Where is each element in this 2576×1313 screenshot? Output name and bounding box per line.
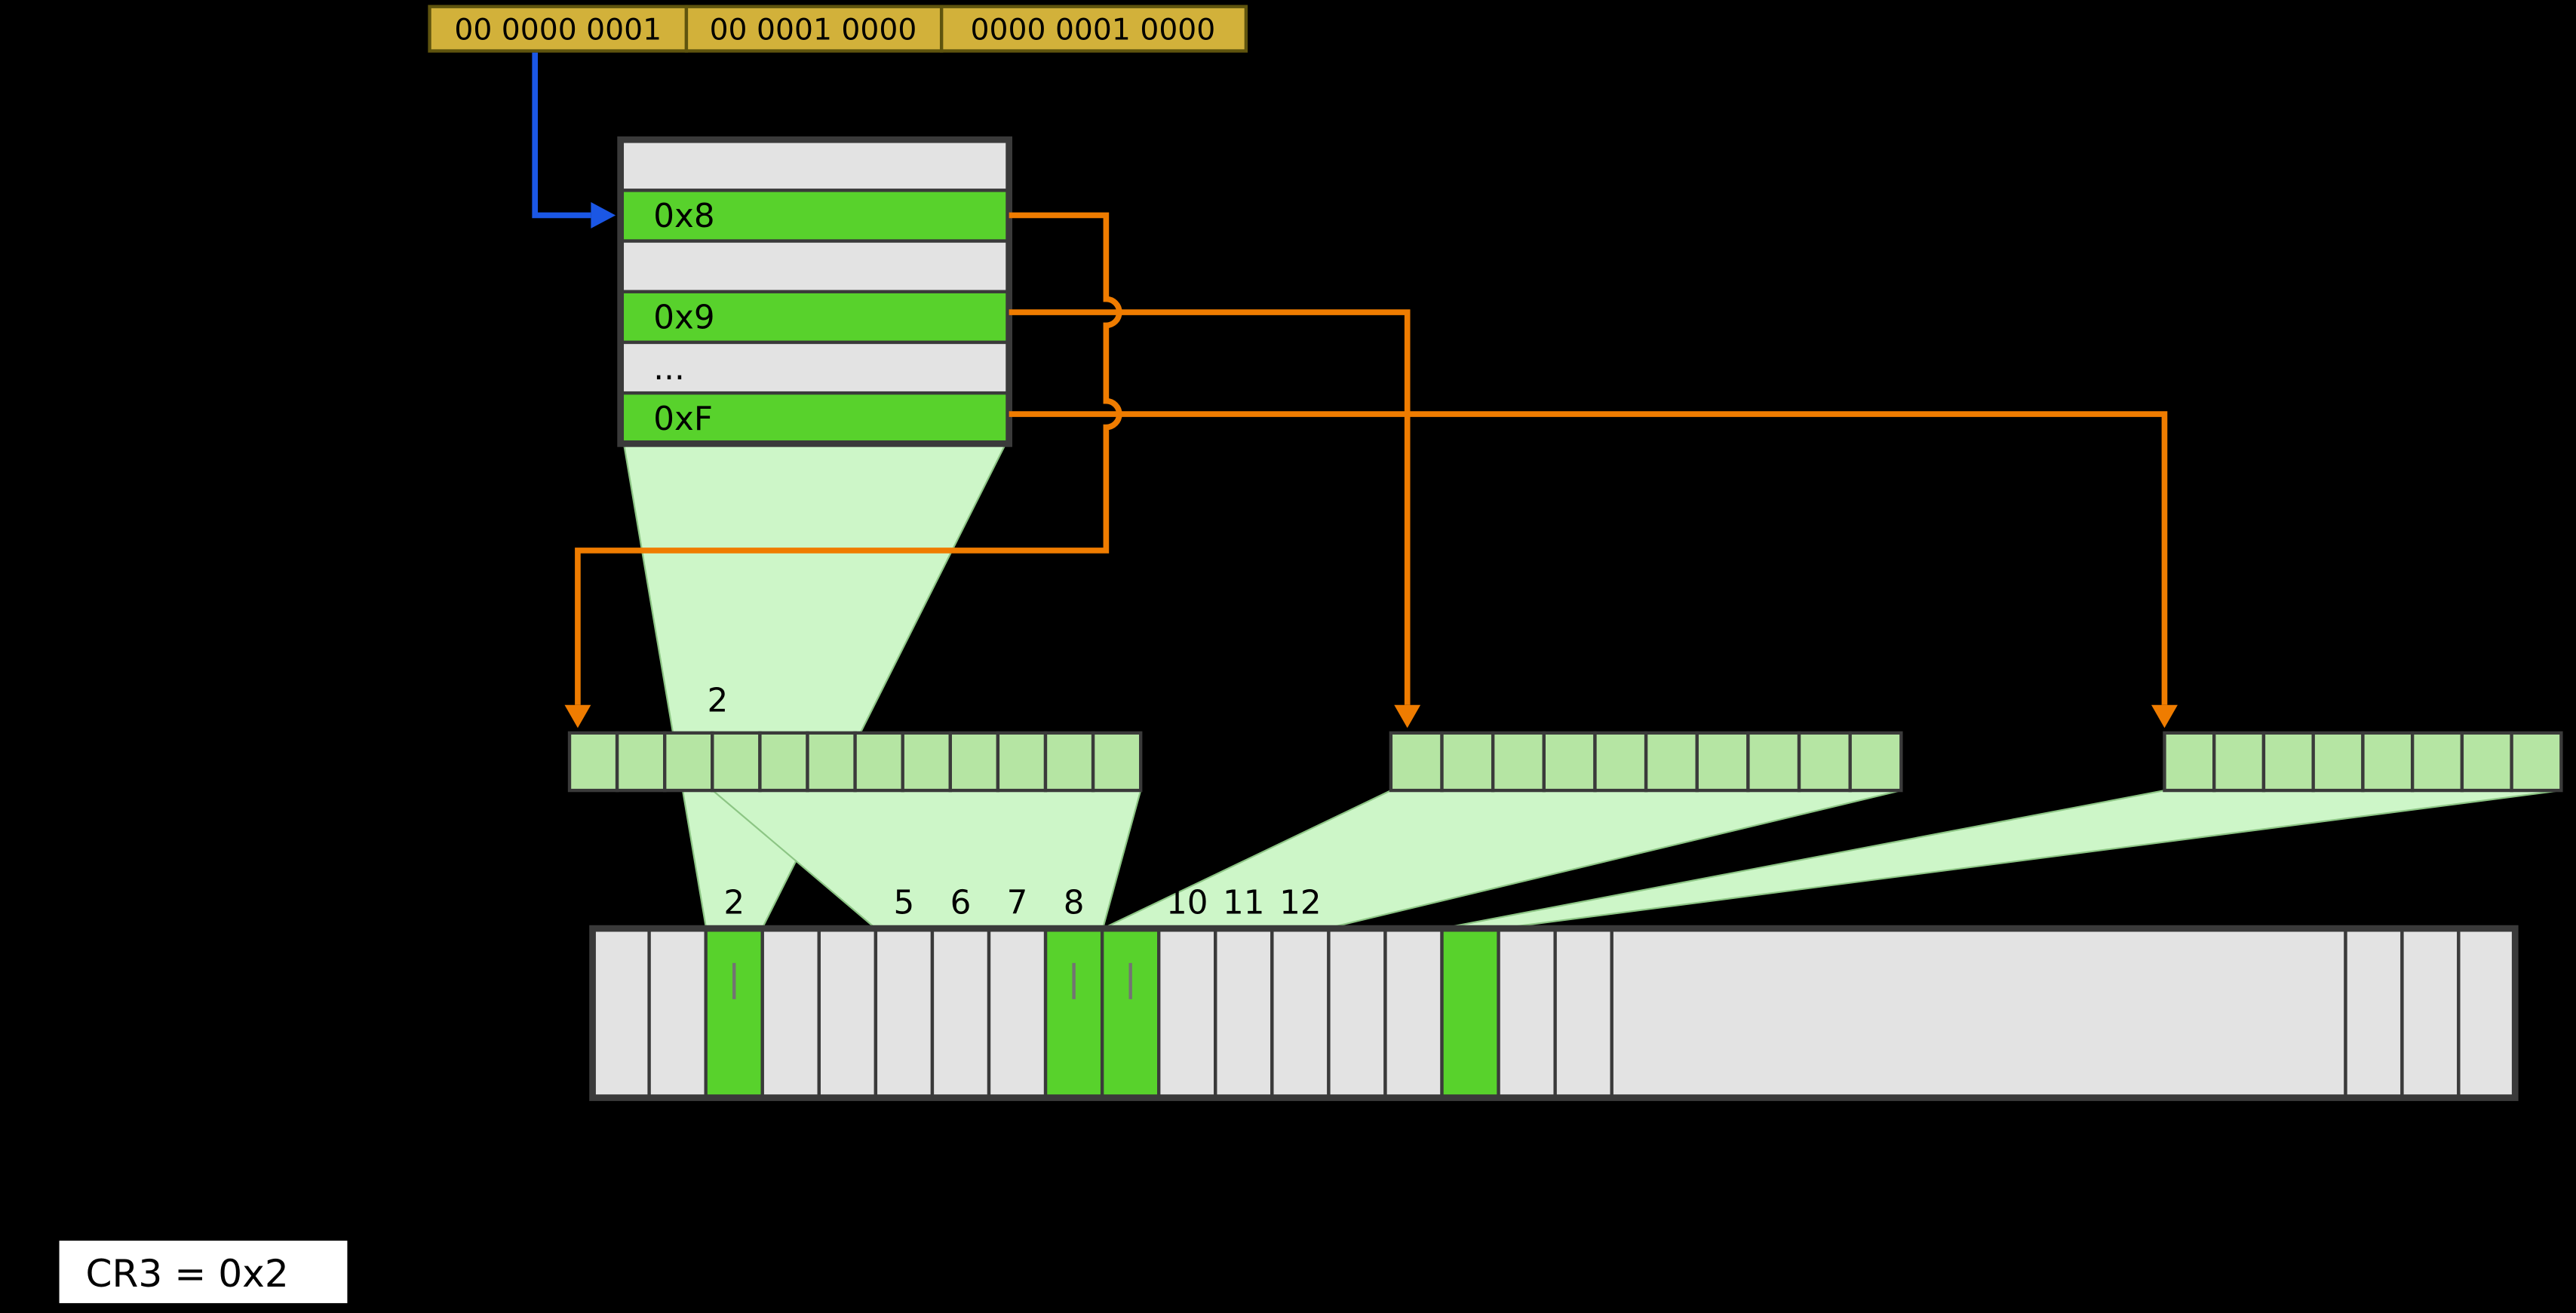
page-table-0x8-cell-7 (901, 731, 952, 793)
memory-frame-8 (1043, 926, 1104, 1100)
page-table-0x9-cell-6 (1695, 731, 1750, 793)
memory-frame-17 (1553, 926, 1613, 1100)
page-table-0x9-cell-7 (1746, 731, 1801, 793)
page-table-0xF-cell-7 (2510, 731, 2563, 793)
page-table-0x8-cell-6 (853, 731, 904, 793)
page-table-0xF-cell-5 (2410, 731, 2464, 793)
pde-arrowhead-0x9 (1394, 704, 1421, 729)
page-table-0xF-cell-1 (2212, 731, 2266, 793)
cr3-box (59, 1241, 348, 1303)
memory-frame-2 (704, 926, 764, 1100)
page-table-strips (567, 731, 2563, 793)
pd-row-2 (619, 239, 1011, 293)
page-table-0xF-cell-3 (2311, 731, 2365, 793)
va-field-0-box (428, 5, 689, 53)
page-table-0x9-cell-9 (1848, 731, 1903, 793)
memory-frame-14 (1383, 926, 1444, 1100)
page-table-0xF-cell-2 (2261, 731, 2315, 793)
pde-arrow-0x9 (1009, 309, 1411, 705)
va-index-arrowhead (591, 202, 616, 229)
va-field-0-bits: 00 0000 0001 (454, 13, 662, 47)
memory-frames-omitted (1610, 926, 2347, 1100)
memory-frame-1 (647, 926, 708, 1100)
page-table-0-frame-label: 2 (708, 683, 729, 720)
memory-frame-label-2: 2 (723, 885, 745, 922)
page-directory: 0x8 0x9... 0xF (619, 138, 1011, 446)
physical-memory-outline (589, 925, 2519, 1101)
memory-tail-cell-0 (2344, 926, 2404, 1100)
page-table-0x9-cell-1 (1440, 731, 1495, 793)
memory-tail-cell-1 (2400, 926, 2461, 1100)
page-table-0x8-cell-11 (1091, 731, 1143, 793)
page-table-0x8-cell-8 (948, 731, 1000, 793)
memory-frame-label-5: 5 (894, 885, 915, 922)
page-table-0x8-cell-1 (615, 731, 667, 793)
memory-frame-15 (1440, 926, 1500, 1100)
pd-row-label-3: 0x9 (653, 299, 714, 337)
page-table-0x8-cell-2 (663, 731, 714, 793)
page-table-0x8-cell-4 (758, 731, 809, 793)
page-table-0x8-cell-5 (806, 731, 857, 793)
memory-frame-13 (1327, 926, 1387, 1100)
pde-arrowhead-0xf (2151, 704, 2178, 729)
page-table-0x9-cell-4 (1593, 731, 1648, 793)
virtual-address-bar: 00 0000 0001 00 0001 0000 0000 0001 0000 (428, 5, 1248, 53)
va-field-1-box (684, 5, 944, 53)
page-table-0x9-cell-0 (1389, 731, 1444, 793)
va-index-arrow (532, 52, 591, 219)
pd-row-label-4: ... (653, 350, 685, 388)
memory-frame-label-8: 8 (1064, 885, 1085, 922)
page-table-0x8-cell-10 (1043, 731, 1095, 793)
memory-frame-6 (930, 926, 991, 1100)
memory-tail-cell-2 (2457, 926, 2517, 1100)
memory-frame-16 (1497, 926, 1557, 1100)
memory-frame-label-11: 11 (1223, 885, 1265, 922)
physical-memory-frames (591, 926, 2517, 1100)
page-table-0x9-cell-2 (1491, 731, 1546, 793)
page-table-0x8-cell-9 (996, 731, 1048, 793)
pde-arrow-0xf (1009, 411, 2168, 705)
va-field-2-box (939, 5, 1248, 53)
pde-arrow-0x8 (575, 212, 1122, 705)
memory-frame-3 (760, 926, 821, 1100)
memory-frame-10 (1157, 926, 1217, 1100)
page-table-0xF-cell-4 (2361, 731, 2415, 793)
pd-row-label-1: 0x8 (653, 198, 714, 235)
page-table-0x9-cell-3 (1542, 731, 1597, 793)
page-table-0x9-cell-8 (1797, 731, 1852, 793)
pd-row-label-5: 0xF (653, 400, 713, 438)
page-directory-outline (617, 136, 1012, 447)
memory-frame-12 (1270, 926, 1331, 1100)
cr3-label: CR3 = 0x2 (85, 1251, 288, 1296)
memory-frame-0 (591, 926, 651, 1100)
memory-frame-11 (1214, 926, 1274, 1100)
page-table-0x8-cell-3 (711, 731, 762, 793)
memory-frame-5 (874, 926, 935, 1100)
memory-frame-4 (817, 926, 878, 1100)
page-table-0x9-cell-5 (1644, 731, 1699, 793)
memory-frame-7 (987, 926, 1048, 1100)
pde-arrowhead-0x8 (564, 704, 591, 729)
memory-frame-label-10: 10 (1166, 885, 1208, 922)
pd-row-0 (619, 138, 1011, 192)
memory-frame-label-6: 6 (950, 885, 972, 922)
va-field-1-bits: 00 0001 0000 (710, 13, 917, 47)
va-field-2-bits: 0000 0001 0000 (971, 13, 1216, 47)
page-table-0x8-cell-0 (567, 731, 619, 793)
page-table-0xF-cell-6 (2460, 731, 2513, 793)
memory-frame-label-7: 7 (1007, 885, 1028, 922)
page-table-0xF-cell-0 (2163, 731, 2216, 793)
memory-frame-9 (1100, 926, 1161, 1100)
memory-frame-label-12: 12 (1279, 885, 1322, 922)
